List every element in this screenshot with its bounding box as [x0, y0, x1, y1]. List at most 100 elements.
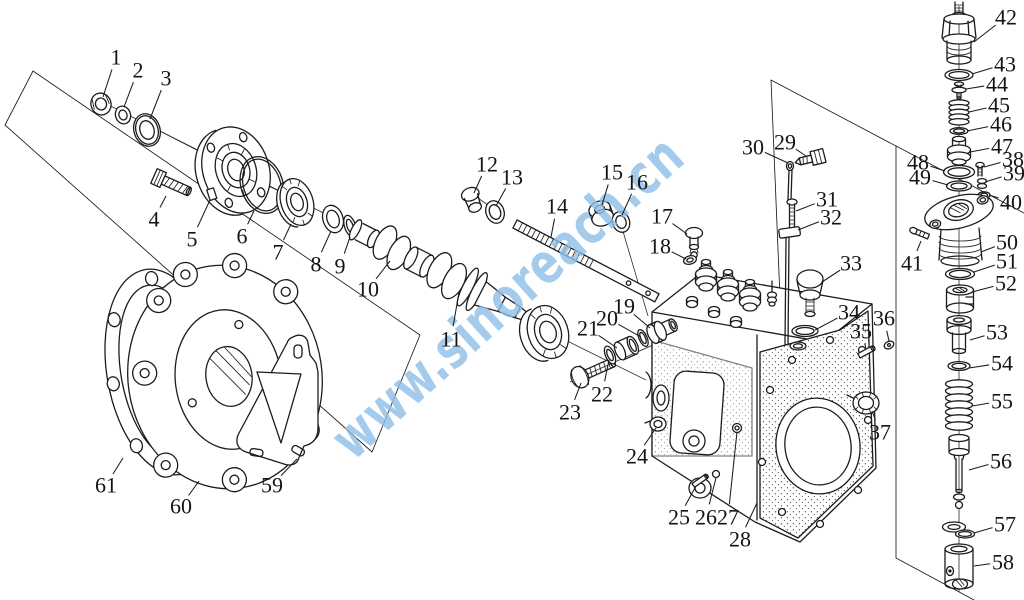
callout-53: 53	[986, 320, 1008, 345]
callout-27: 27	[717, 505, 739, 530]
nipple-19	[646, 318, 678, 345]
bearing-flange-5	[194, 126, 271, 216]
callout-12: 12	[476, 152, 498, 177]
callout-26: 26	[695, 505, 717, 530]
nut-37	[846, 391, 880, 415]
leader-line-14	[550, 218, 556, 238]
callout-35: 35	[850, 319, 872, 344]
leader-line-18	[671, 251, 687, 260]
leader-line-19	[633, 313, 651, 329]
clamp-32	[778, 226, 801, 239]
leader-line-13	[495, 188, 507, 207]
leader-line-41	[916, 240, 922, 252]
washer-2	[114, 105, 132, 125]
pipe-assembly	[778, 147, 827, 346]
callout-19: 19	[613, 294, 635, 319]
leader-line-3	[149, 89, 162, 120]
leader-line-1	[102, 69, 113, 98]
plug-24	[644, 416, 667, 432]
washers-39	[976, 177, 988, 190]
camshaft-10-11	[348, 219, 532, 322]
leader-line-8	[320, 230, 332, 253]
callout-51: 51	[996, 249, 1018, 274]
leader-line-36	[886, 330, 890, 342]
leader-line-33	[821, 269, 841, 283]
leader-line-59	[280, 458, 298, 476]
callout-33: 33	[840, 251, 862, 276]
callout-9: 9	[335, 254, 346, 279]
callout-52: 52	[995, 271, 1017, 296]
leader-line-57	[973, 527, 993, 534]
callout-16: 16	[626, 170, 648, 195]
callout-34: 34	[838, 300, 860, 325]
callout-11: 11	[440, 327, 461, 352]
plunger-56	[948, 433, 970, 510]
callout-2: 2	[133, 58, 144, 83]
leader-line-30	[764, 151, 789, 164]
callout-15: 15	[601, 160, 623, 185]
leader-line-7	[282, 223, 292, 241]
callout-59: 59	[261, 473, 283, 498]
screw-31	[786, 198, 798, 229]
leader-line-23	[574, 382, 582, 401]
callout-40: 40	[1000, 190, 1022, 215]
leader-line-5	[196, 199, 211, 228]
leader-line-29	[795, 148, 807, 157]
callout-28: 28	[729, 527, 751, 552]
leader-line-25	[684, 485, 697, 506]
sleeve-52	[945, 284, 975, 314]
callout-54: 54	[991, 351, 1013, 376]
leader-line-54	[968, 364, 990, 369]
callout-36: 36	[873, 306, 895, 331]
callout-17: 17	[651, 204, 673, 229]
spring-55	[944, 379, 974, 431]
leader-line-58	[973, 563, 991, 567]
nut-15	[588, 200, 615, 227]
callout-23: 23	[559, 400, 581, 425]
leader-line-24	[643, 427, 657, 446]
deck-nuts	[685, 295, 743, 329]
callout-55: 55	[991, 389, 1013, 414]
callout-18: 18	[649, 234, 671, 259]
callout-25: 25	[668, 505, 690, 530]
callout-1: 1	[111, 45, 122, 70]
leader-line-31	[795, 203, 816, 212]
callout-6: 6	[237, 224, 248, 249]
bolt-4	[150, 168, 192, 197]
leader-line-40	[988, 194, 999, 199]
callout-13: 13	[501, 165, 523, 190]
leader-line-43	[971, 67, 993, 75]
o-ring-48	[942, 164, 976, 180]
callout-29: 29	[774, 130, 796, 155]
callout-31: 31	[816, 187, 838, 212]
washer-13	[485, 200, 505, 224]
callout-21: 21	[577, 316, 599, 341]
callout-22: 22	[591, 382, 613, 407]
leader-line-11	[452, 291, 460, 327]
callout-4: 4	[149, 207, 160, 232]
flange-holder	[924, 193, 994, 231]
leader-line-49	[932, 180, 949, 186]
leader-line-56	[968, 464, 989, 471]
callout-30: 30	[742, 135, 764, 160]
leader-line-2	[123, 81, 134, 108]
leader-line-6	[247, 210, 255, 225]
leader-line-44	[965, 85, 985, 90]
leader-line-52	[971, 285, 994, 293]
callout-39: 39	[1003, 161, 1024, 186]
callout-57: 57	[994, 512, 1016, 537]
callout-42: 42	[995, 5, 1017, 30]
tappet-58	[944, 543, 974, 590]
washer-8	[321, 204, 345, 234]
callout-32: 32	[820, 205, 842, 230]
leader-line-45	[968, 107, 987, 113]
ring-49	[945, 180, 973, 192]
leader-line-60	[188, 480, 200, 496]
injector-column	[909, 1, 994, 590]
screw-38	[975, 161, 985, 177]
callout-48: 48	[907, 150, 929, 175]
primer-cap-33	[796, 269, 824, 318]
bracket-59	[236, 334, 319, 466]
